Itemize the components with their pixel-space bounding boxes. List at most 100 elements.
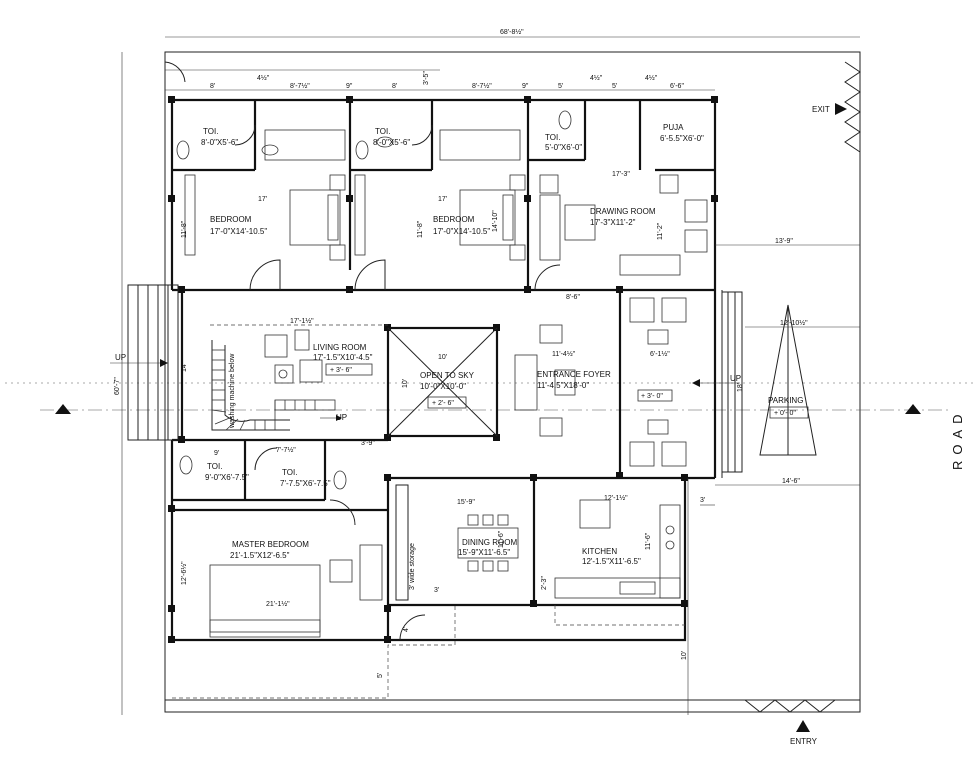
master-name: MASTER BEDROOM — [232, 540, 309, 549]
living-name: LIVING ROOM — [313, 343, 367, 352]
master-size: 21'-1.5"X12'-6.5" — [230, 551, 290, 560]
dim-t5: 3'-5" — [423, 71, 430, 85]
parking-level-box — [769, 406, 809, 419]
dim-master-h: 12'-6½" — [180, 561, 188, 585]
living-furniture — [264, 329, 323, 384]
toi4-name: TOI. — [207, 462, 222, 471]
dim-bed1-w: 17' — [258, 196, 267, 203]
bed2-size: 17'-0"X14'-10.5" — [433, 227, 490, 236]
foyer-name: ENTRANCE FOYER — [537, 370, 611, 379]
bed-1 — [289, 174, 346, 261]
dim-t7: 8'-7½" — [472, 82, 492, 90]
dim-t3: 8'-7½" — [290, 82, 310, 90]
dim-t4: 9" — [346, 83, 353, 90]
dim-drawing-w: 17'-3" — [612, 171, 630, 178]
dim-top-overall: 68'-8½" — [500, 28, 524, 36]
dim-t13: 6'-6" — [670, 83, 684, 90]
door-bed1 — [249, 259, 281, 291]
toilet-fixtures — [176, 110, 572, 490]
compound-wall — [165, 52, 861, 701]
toi4-size: 9'-0"X6'-7.5" — [205, 473, 249, 482]
dim-bottom-10: 10' — [681, 651, 688, 660]
dim-bed-h: 11'-8" — [181, 220, 188, 238]
foyer-level-box — [637, 389, 673, 402]
kitchen-size: 12'-1.5"X11'-6.5" — [582, 557, 641, 566]
living-level: + 3'- 6" — [330, 367, 352, 374]
bed-2 — [459, 174, 526, 261]
gate-entry — [744, 699, 836, 713]
parking-name: PARKING — [768, 396, 803, 405]
dim-kitchen-w: 12'-1½" — [604, 494, 628, 502]
dim-13-9: 13'-9" — [775, 238, 793, 245]
dim-t6: 8' — [392, 83, 397, 90]
door-bed2 — [354, 259, 386, 291]
dim-sky-w: 10' — [438, 354, 447, 361]
label-storage: 3' wide storage — [409, 543, 416, 590]
staircase — [211, 340, 342, 431]
dim-right-h: 12'-10½" — [780, 319, 808, 327]
parking-level: + 0'- 0" — [774, 410, 796, 417]
dining-size: 15'-9"X11'-6.5" — [458, 548, 510, 557]
dim-toi4-w: 9' — [214, 450, 219, 457]
bed1-size: 17'-0"X14'-10.5" — [210, 227, 267, 236]
drawing-size: 17'-3"X11'-2" — [590, 218, 636, 227]
toi5-name: TOI. — [282, 468, 297, 477]
label-washing: washing machine below — [229, 353, 236, 429]
plot-boundary — [164, 51, 861, 713]
master-bed — [209, 544, 383, 638]
door-toi2 — [411, 124, 433, 146]
toi2-size: 8'-0"X5'-6" — [373, 138, 410, 147]
dim-living-h: 14' — [181, 363, 188, 372]
foyer-furniture — [514, 297, 687, 467]
dim-t9: 5' — [558, 83, 563, 90]
dim-14-6: 14'-6" — [782, 478, 800, 485]
door-toi4 — [254, 447, 278, 471]
bed1-name: BEDROOM — [210, 215, 252, 224]
dim-stair-h: 3'-9" — [361, 440, 375, 447]
door-toi1 — [234, 124, 256, 146]
outer-wall-bottom-right — [388, 478, 687, 642]
dim-sky-h: 10' — [402, 379, 409, 388]
dining-table — [457, 514, 519, 572]
door-dining — [399, 614, 426, 641]
dim-bed2-w: 17' — [438, 196, 447, 203]
dim-2-3: 2'-3" — [541, 576, 548, 590]
dim-master-w: 21'-1½" — [266, 600, 290, 608]
living-size: 17'-1.5"X10'-4.5" — [313, 353, 373, 362]
dim-bottom-3: 3' — [434, 587, 439, 594]
toi1-name: TOI. — [203, 127, 218, 136]
right-entry-steps — [692, 291, 743, 473]
dim-kitchen-h: 11'-6" — [645, 532, 652, 550]
dim-t11: 5' — [612, 83, 617, 90]
label-up-stair: UP — [336, 413, 347, 422]
dim-t10: 4½" — [590, 74, 603, 82]
label-entry: ENTRY — [790, 737, 818, 746]
entry-arrow-icon — [796, 720, 810, 732]
left-entry-steps — [110, 284, 179, 441]
dim-foyer-w2: 8'-6" — [566, 294, 580, 301]
drawing-sofa — [539, 174, 708, 276]
dim-6-1: 6'-1½" — [650, 350, 670, 358]
exit-arrow-icon — [835, 103, 847, 115]
door-entry-topleft — [164, 61, 186, 83]
toi1-size: 8'-0"X5'-6" — [201, 138, 238, 147]
door-drawing — [534, 264, 561, 291]
sky-level: + 2'- 6" — [432, 400, 454, 407]
dim-drawing-h: 11'-2" — [657, 222, 664, 240]
dim-t12: 4½" — [645, 74, 658, 82]
dim-t1: 8' — [210, 83, 215, 90]
dim-t8: 9" — [522, 83, 529, 90]
toi3-name: TOI. — [545, 133, 560, 142]
toi2-name: TOI. — [375, 127, 390, 136]
puja-name: PUJA — [663, 123, 684, 132]
sky-size: 10'-0"X10'-0" — [420, 382, 466, 391]
drawing-name: DRAWING ROOM — [590, 207, 656, 216]
dim-3: 3' — [700, 497, 705, 504]
wardrobe-1 — [184, 129, 346, 256]
bed2-name: BEDROOM — [433, 215, 475, 224]
label-up-right: UP — [730, 374, 741, 383]
kitchen-projection — [554, 605, 685, 626]
dim-bed2-h2: 11'-8" — [417, 220, 424, 238]
puja-size: 6'-5.5"X6'-0" — [660, 134, 704, 143]
